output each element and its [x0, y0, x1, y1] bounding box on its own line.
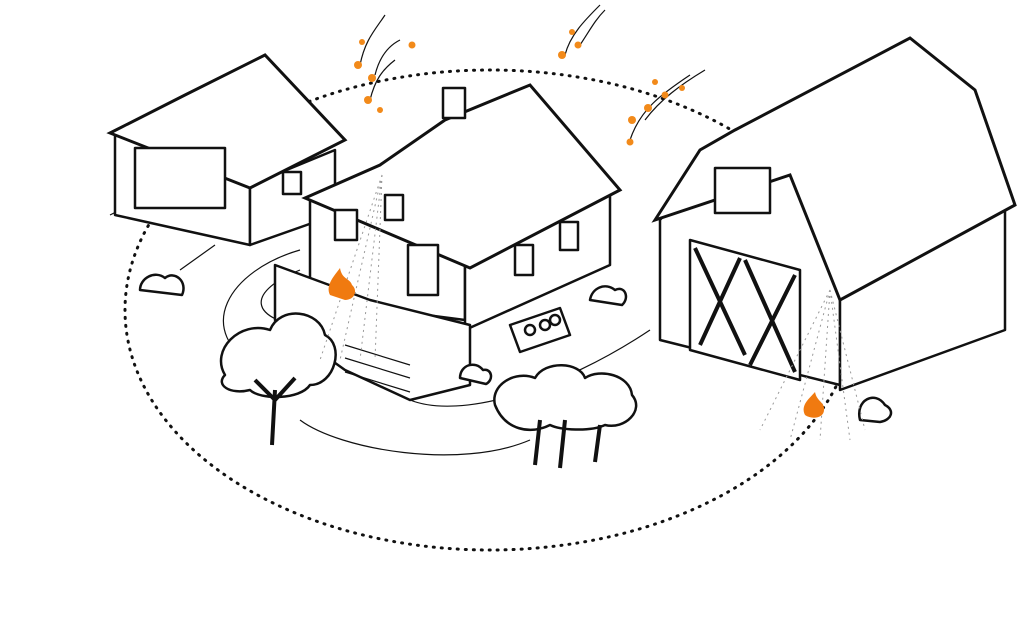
- house: [273, 83, 623, 402]
- flame-icon: [803, 392, 825, 418]
- chimney: [441, 86, 467, 120]
- sprinkler-spray-barn: [759, 289, 866, 441]
- embers: [354, 4, 706, 146]
- flame-icon: [328, 268, 356, 300]
- sprinkler-spray-house: [319, 174, 383, 361]
- front-door: [406, 243, 440, 297]
- garage: [106, 53, 348, 247]
- tree-left: [219, 312, 337, 446]
- woodpile: [508, 306, 572, 354]
- barn: [651, 36, 1017, 392]
- shrubs: [138, 273, 893, 424]
- tree-cluster: [493, 364, 638, 469]
- walkway: [222, 249, 651, 456]
